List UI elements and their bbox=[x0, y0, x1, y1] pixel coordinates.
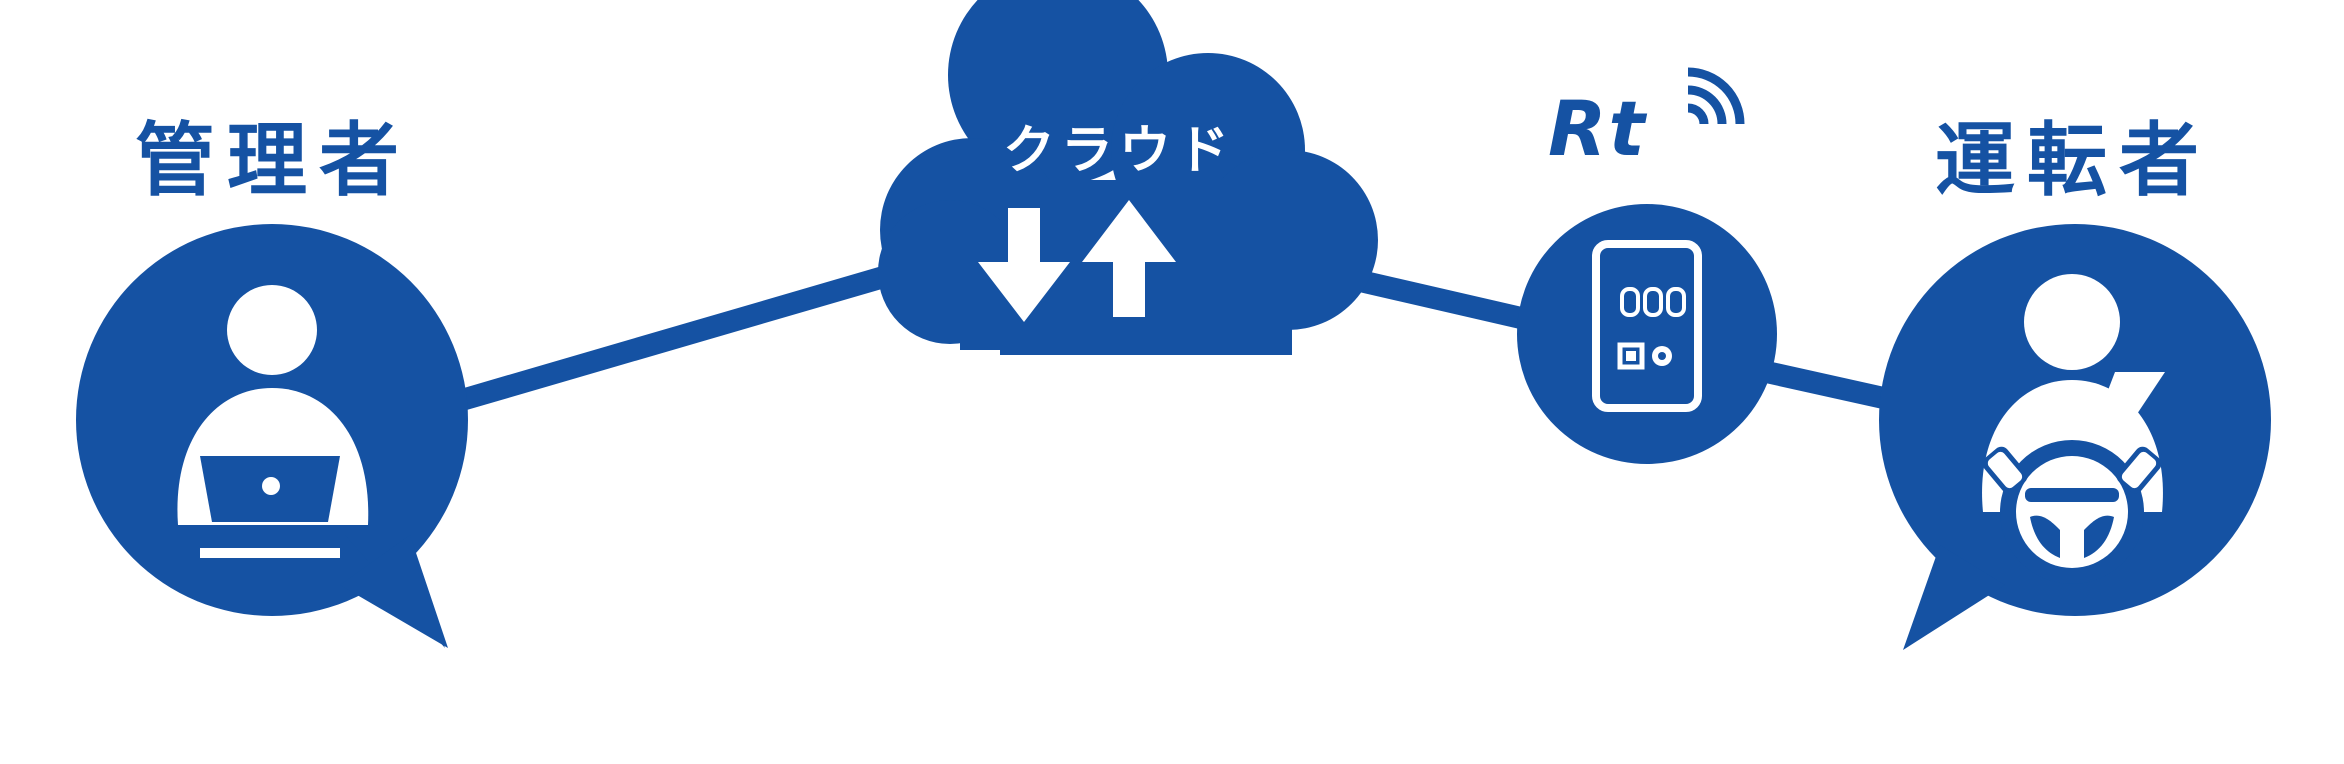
person-with-laptop-icon bbox=[177, 285, 369, 558]
cloud-label: クラウド bbox=[1003, 121, 1236, 181]
line-admin-cloud bbox=[451, 251, 939, 413]
device-circle bbox=[1517, 204, 1777, 464]
wireless-signal-icon bbox=[1687, 67, 1745, 125]
person-driving-steering-wheel-icon bbox=[1982, 274, 2165, 584]
driver-label: 運転者 bbox=[1935, 114, 2211, 207]
device-label: Rt bbox=[1548, 84, 1647, 173]
handheld-device-icon bbox=[1592, 240, 1702, 412]
admin-label: 管理者 bbox=[135, 114, 411, 207]
cloud-upload-download-icon bbox=[978, 200, 1176, 322]
